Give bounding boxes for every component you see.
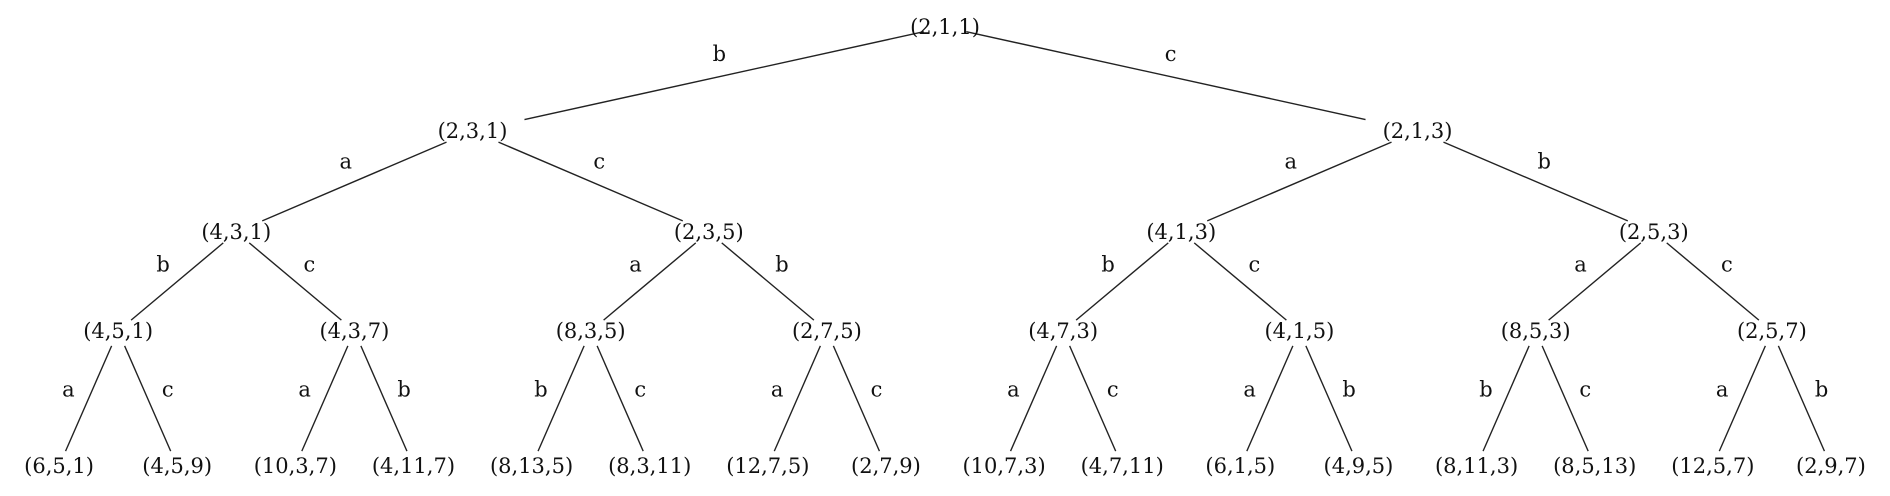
tree-edge (773, 345, 822, 452)
tree-edge-label: a (771, 378, 784, 402)
tree-node-label: (8,5,13) (1553, 454, 1636, 478)
tree-node-label: (4,9,5) (1324, 454, 1394, 478)
edges-layer (64, 30, 1826, 452)
tree-node-label: (2,7,5) (792, 319, 862, 343)
tree-edge (123, 345, 172, 452)
tree-edge-label: c (1579, 378, 1591, 402)
tree-edge-label: a (1243, 378, 1256, 402)
tree-edge-label: a (298, 378, 311, 402)
tree-edge-label: b (1342, 378, 1355, 402)
tree-edge-label: a (629, 253, 642, 277)
tree-node-label: (12,7,5) (726, 454, 809, 478)
tree-edge (261, 141, 447, 222)
tree-node-label: (2,1,3) (1383, 119, 1453, 143)
tree-node-label: (4,5,1) (83, 319, 153, 343)
tree-edge-label: b (534, 378, 547, 402)
tree-edge (248, 242, 342, 321)
tree-edge (1443, 141, 1629, 222)
tree-edge (1718, 345, 1767, 452)
tree-edge-label: b (1479, 378, 1492, 402)
tree-edge (832, 345, 881, 452)
tree-edge (64, 345, 113, 452)
tree-node-label: (8,3,5) (556, 319, 626, 343)
tree-node-label: (2,3,5) (674, 220, 744, 244)
tree-edge-label: a (1284, 149, 1297, 173)
tree-edge-label: a (1007, 378, 1020, 402)
tree-edge-label: c (1249, 253, 1261, 277)
tree-edge-label: b (1538, 149, 1551, 173)
tree-node-label: (4,1,3) (1146, 220, 1216, 244)
tree-edge-label: c (304, 253, 316, 277)
tree-edge (1305, 345, 1353, 452)
tree-edge (1482, 345, 1530, 452)
tree-node-label: (2,7,9) (851, 454, 921, 478)
tree-node-label: (4,3,1) (201, 220, 271, 244)
tree-node-label: (2,9,7) (1796, 454, 1866, 478)
tree-edge (721, 242, 815, 321)
tree-edge-label: c (871, 378, 883, 402)
tree-edge (524, 30, 924, 121)
tree-node-label: (10,3,7) (254, 454, 337, 478)
tree-edge-label: b (397, 378, 410, 402)
tree-edge (1075, 242, 1169, 321)
tree-node-label: (2,1,1) (910, 15, 980, 39)
tree-edge-label: c (1721, 253, 1733, 277)
tree-edge-label: c (162, 378, 174, 402)
tree-edge (603, 242, 697, 321)
tree-edge-label: c (1107, 378, 1119, 402)
tree-edge-label: b (713, 42, 726, 66)
tree-node-label: (4,1,5) (1264, 319, 1334, 343)
tree-edge (966, 30, 1366, 121)
tree-edge (130, 242, 224, 321)
tree-edge (498, 141, 684, 222)
tree-edge (1548, 242, 1642, 321)
tree-edge (301, 345, 349, 452)
tree-node-label: (2,5,7) (1737, 319, 1807, 343)
tree-edge (596, 345, 644, 452)
tree-node-label: (4,7,3) (1028, 319, 1098, 343)
tree-edge-label: a (62, 378, 75, 402)
tree-node-label: (10,7,3) (962, 454, 1045, 478)
tree-edge (1246, 345, 1294, 452)
tree-node-label: (4,3,7) (319, 319, 389, 343)
tree-node-label: (6,1,5) (1205, 454, 1275, 478)
tree-edge (1777, 345, 1826, 452)
tree-edge-label: b (775, 253, 788, 277)
tree-node-label: (4,5,9) (142, 454, 212, 478)
tree-edge-label: b (1815, 378, 1828, 402)
tree-edge-label: a (1574, 253, 1587, 277)
tree-node-label: (12,5,7) (1671, 454, 1754, 478)
labels-layer: (2,1,1) b (2,3,1) a (4,3,1) b (4,5,1) a (6,5,1) c… (24, 15, 1866, 478)
tree-edge (1009, 345, 1058, 452)
tree-node-label: (8,5,3) (1501, 319, 1571, 343)
tree-edge (1193, 242, 1287, 321)
tree-edge-label: c (1165, 42, 1177, 66)
tree-node-label: (8,13,5) (490, 454, 573, 478)
tree-node-label: (4,7,11) (1081, 454, 1164, 478)
tree-edge-label: a (1716, 378, 1729, 402)
tree-node-label: (8,3,11) (608, 454, 691, 478)
tree-edge (1666, 242, 1760, 321)
tree-node-label: (2,3,1) (438, 119, 508, 143)
tree-edge-label: b (1101, 253, 1114, 277)
tree-edge-label: c (634, 378, 646, 402)
tree-node-label: (8,11,3) (1435, 454, 1518, 478)
tree-edge (360, 345, 408, 452)
tree-edge (537, 345, 585, 452)
tree-node-label: (6,5,1) (24, 454, 94, 478)
tree-edge-label: c (593, 149, 605, 173)
tree-edge-label: b (156, 253, 169, 277)
tree-edge (1541, 345, 1589, 452)
tree-edge (1206, 141, 1392, 222)
tree-node-label: (4,11,7) (372, 454, 455, 478)
tree-edge-label: a (339, 149, 352, 173)
tree-node-label: (2,5,3) (1619, 220, 1689, 244)
tree-edge (1068, 345, 1117, 452)
